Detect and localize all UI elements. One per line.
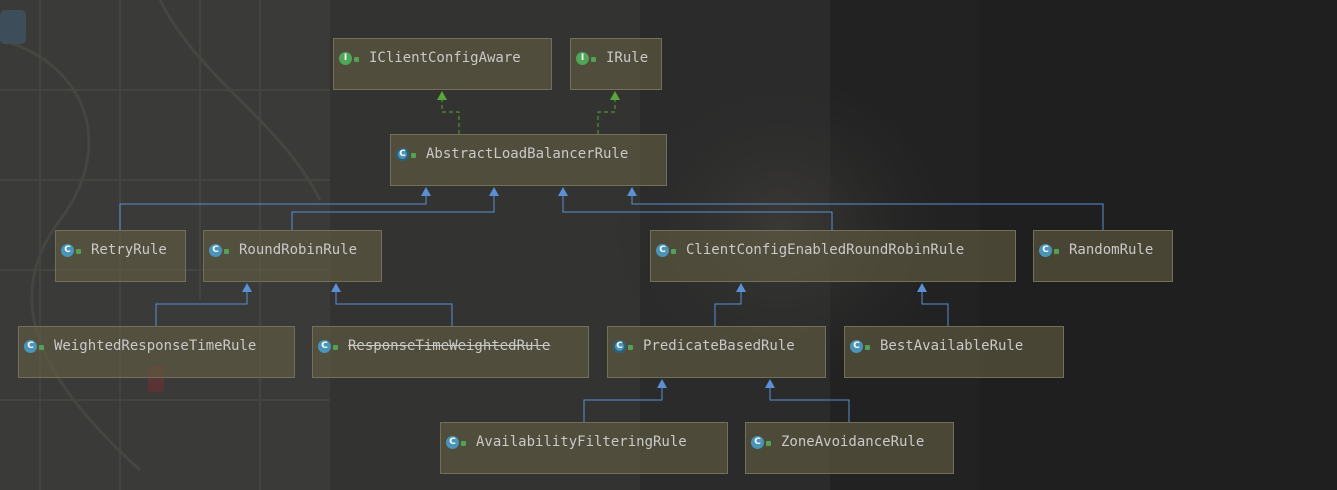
arrowhead-icon (765, 379, 775, 388)
class-name-label: AvailabilityFilteringRule (476, 434, 687, 450)
class-name-label: PredicateBasedRule (643, 338, 795, 354)
public-visibility-icon (39, 345, 44, 350)
class-node-abstractloadbalancerrule[interactable]: C AbstractLoadBalancerRule (390, 134, 667, 186)
public-visibility-icon (671, 249, 676, 254)
class-node-retryrule[interactable]: C RetryRule (55, 230, 186, 282)
arrowhead-icon (917, 283, 927, 292)
public-visibility-icon (591, 57, 596, 62)
arrowhead-icon (627, 187, 637, 196)
class-node-weightedresponsetimerule[interactable]: C WeightedResponseTimeRule (18, 326, 295, 378)
implements-edge-abstractloadbalancerrule-to-irule (597, 91, 620, 134)
extends-edge-bestavailablerule-to-clientconfigenabledroundrobinrule (917, 283, 949, 326)
class-name-label: RandomRule (1069, 242, 1154, 258)
arrowhead-icon (657, 379, 667, 388)
class-icon: C (318, 340, 331, 353)
class-name-label: IRule (606, 50, 649, 66)
class-name-label: RetryRule (91, 242, 167, 258)
public-visibility-icon (333, 345, 338, 350)
class-icon: C (209, 244, 222, 257)
arrowhead-icon (558, 187, 568, 196)
class-node-predicatebasedrule[interactable]: C PredicateBasedRule (607, 326, 826, 378)
public-visibility-icon (865, 345, 870, 350)
abstract-class-icon: C (613, 340, 626, 353)
class-name-label: AbstractLoadBalancerRule (426, 146, 629, 162)
class-node-availabilityfilteringrule[interactable]: C AvailabilityFilteringRule (440, 422, 728, 474)
arrowhead-icon (331, 283, 341, 292)
public-visibility-icon (76, 249, 81, 254)
public-visibility-icon (1054, 249, 1059, 254)
class-name-label: RoundRobinRule (239, 242, 358, 258)
class-icon: C (850, 340, 863, 353)
arrowhead-icon (437, 91, 447, 100)
class-node-randomrule[interactable]: C RandomRule (1033, 230, 1173, 282)
class-name-label: WeightedResponseTimeRule (54, 338, 257, 354)
class-name-label: BestAvailableRule (880, 338, 1024, 354)
public-visibility-icon (461, 441, 466, 446)
class-node-clientconfigenabledroundrobinrule[interactable]: C ClientConfigEnabledRoundRobinRule (650, 230, 1016, 282)
extends-edge-weightedresponsetimerule-to-roundrobinrule (155, 283, 252, 326)
class-icon: C (1039, 244, 1052, 257)
class-name-label: ZoneAvoidanceRule (781, 434, 925, 450)
arrowhead-icon (489, 187, 499, 196)
public-visibility-icon (224, 249, 229, 254)
arrowhead-icon (421, 187, 431, 196)
extends-edge-predicatebasedrule-to-clientconfigenabledroundrobinrule (714, 283, 746, 326)
extends-edge-availabilityfilteringrule-to-predicatebasedrule (583, 379, 667, 422)
class-name-label: ResponseTimeWeightedRule (348, 338, 551, 354)
class-name-label: IClientConfigAware (369, 50, 521, 66)
extends-edge-randomrule-to-abstractloadbalancerrule (627, 187, 1104, 230)
class-icon: C (24, 340, 37, 353)
interface-icon: I (339, 52, 352, 65)
class-node-bestavailablerule[interactable]: C BestAvailableRule (844, 326, 1064, 378)
implements-edge-abstractloadbalancerrule-to-iclientconfigaware (437, 91, 460, 134)
class-icon: C (656, 244, 669, 257)
public-visibility-icon (411, 153, 416, 158)
extends-edge-responsetimeweightedrule-to-roundrobinrule (331, 283, 453, 326)
arrowhead-icon (610, 91, 620, 100)
extends-edge-roundrobinrule-to-abstractloadbalancerrule (291, 187, 499, 230)
extends-edge-zoneavoidancerule-to-predicatebasedrule (765, 379, 850, 422)
class-node-irule[interactable]: I IRule (570, 38, 662, 90)
arrowhead-icon (736, 283, 746, 292)
class-node-iclientconfigaware[interactable]: I IClientConfigAware (333, 38, 552, 90)
public-visibility-icon (628, 345, 633, 350)
class-node-responsetimeweightedrule[interactable]: C ResponseTimeWeightedRule (312, 326, 589, 378)
class-node-zoneavoidancerule[interactable]: C ZoneAvoidanceRule (745, 422, 954, 474)
class-icon: C (446, 436, 459, 449)
arrowhead-icon (242, 283, 252, 292)
class-node-roundrobinrule[interactable]: C RoundRobinRule (203, 230, 382, 282)
class-icon: C (751, 436, 764, 449)
public-visibility-icon (766, 441, 771, 446)
abstract-class-icon: C (396, 148, 409, 161)
class-icon: C (61, 244, 74, 257)
public-visibility-icon (354, 57, 359, 62)
extends-edge-clientconfigenabledroundrobinrule-to-abstractloadbalancerrule (558, 187, 833, 230)
extends-edge-retryrule-to-abstractloadbalancerrule (119, 187, 431, 230)
class-name-label: ClientConfigEnabledRoundRobinRule (686, 242, 965, 258)
interface-icon: I (576, 52, 589, 65)
